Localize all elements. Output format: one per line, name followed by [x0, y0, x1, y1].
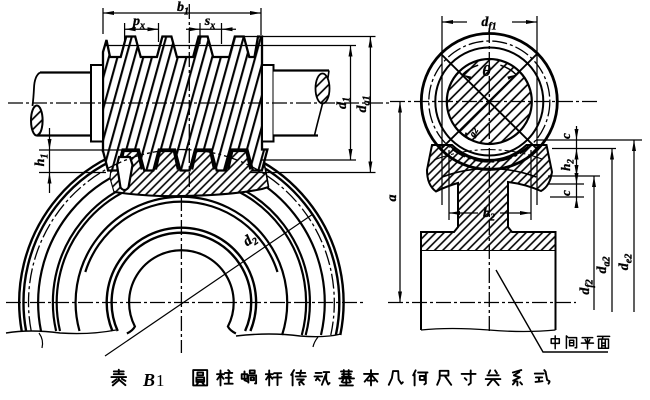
svg-text:1: 1 — [156, 371, 165, 390]
svg-text:c: c — [558, 190, 573, 196]
svg-text:a: a — [385, 195, 400, 202]
svg-text:sx: sx — [204, 14, 215, 32]
svg-text:c: c — [558, 133, 573, 139]
svg-text:θ: θ — [482, 63, 491, 80]
svg-text:B: B — [142, 370, 155, 390]
